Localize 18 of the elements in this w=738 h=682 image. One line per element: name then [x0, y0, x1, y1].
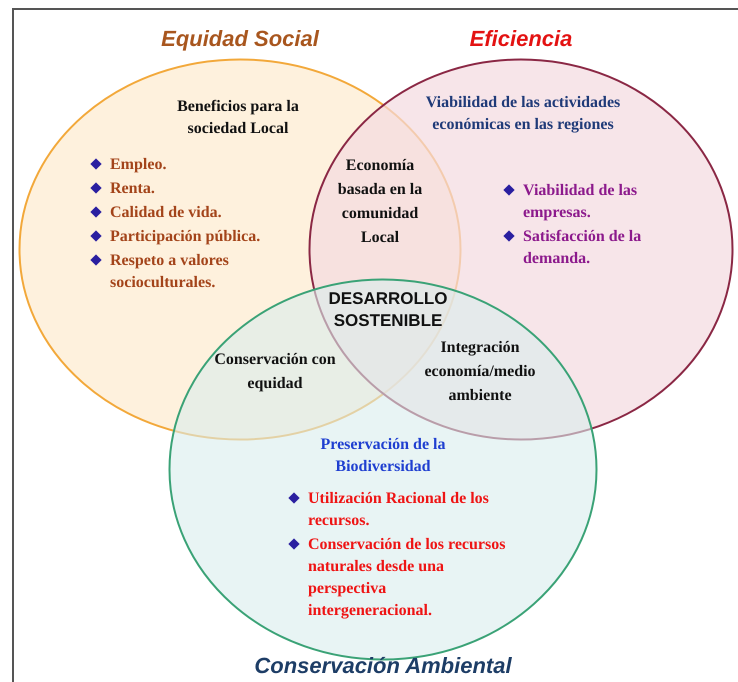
list-item: Conservación de los recursos naturales desde una perspectiva intergeneracional.	[308, 535, 506, 621]
region-label: DESARROLLO SOSTENIBLE	[328, 288, 448, 332]
subheading: Preservación de la Biodiversidad	[319, 435, 446, 477]
circle-heading: Equidad Social	[160, 26, 320, 52]
list-item: Satisfacción de la demanda.	[523, 227, 642, 269]
list-item: Participación pública.	[110, 227, 260, 247]
subheading: Viabilidad de las actividades económicas en las regiones	[424, 93, 622, 135]
list-item: Empleo.	[110, 155, 166, 175]
list-item: Utilización Racional de los recursos.	[308, 489, 490, 531]
circle-heading: Conservación Ambiental	[253, 653, 513, 679]
list-item: Renta.	[110, 179, 155, 199]
subheading: Beneficios para la sociedad Local	[176, 97, 300, 139]
list-item: Calidad de vida.	[110, 203, 222, 223]
list-item: Viabilidad de las empresas.	[523, 181, 638, 223]
region-label: Conservación con equidad	[213, 350, 337, 394]
region-label: Economía basada en la comunidad Local	[336, 156, 424, 248]
region-label: Integración economía/medio ambiente	[423, 338, 537, 406]
list-item: Respeto a valores socioculturales.	[110, 251, 230, 293]
